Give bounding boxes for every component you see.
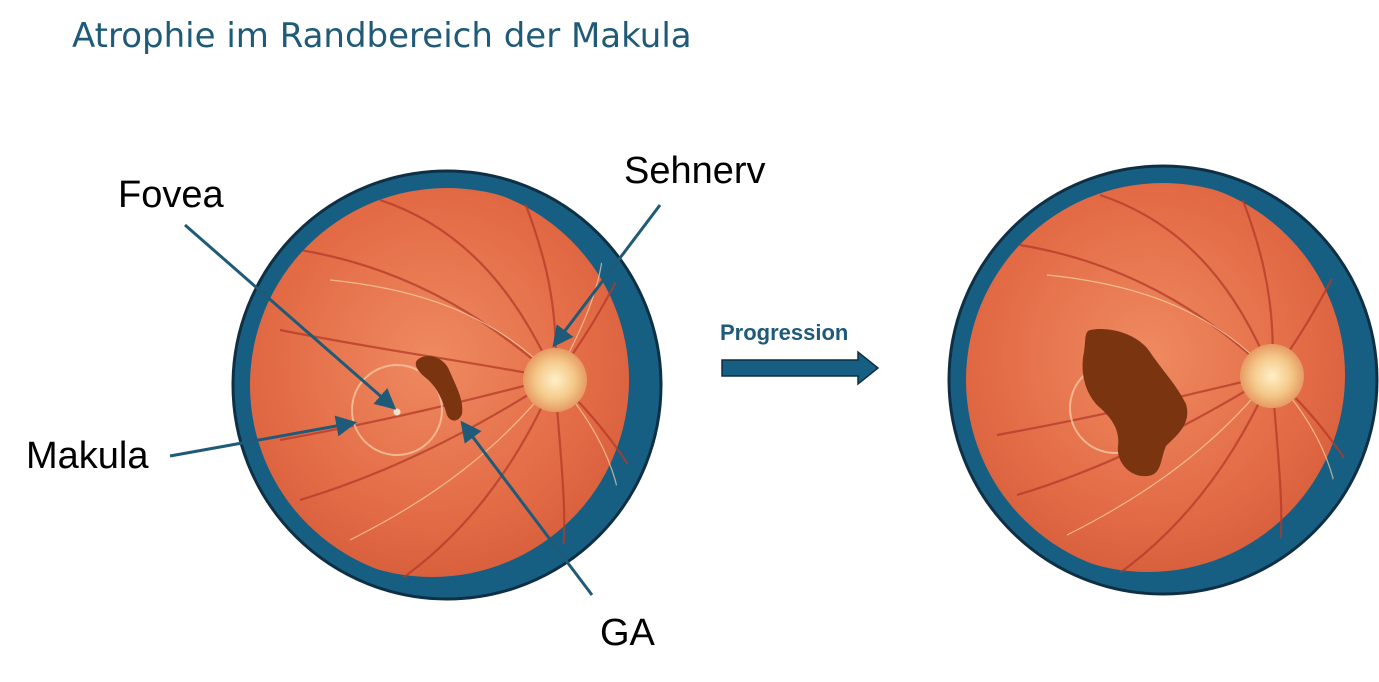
ga-pointer: [460, 420, 594, 596]
fovea-pointer: [184, 223, 397, 410]
left-macula-ring: [351, 364, 443, 456]
left-fovea-dot: [393, 408, 401, 416]
progression-arrow: [721, 350, 880, 386]
page-title: Atrophie im Randbereich der Makula: [72, 16, 692, 56]
label-fovea: Fovea: [118, 174, 224, 216]
left-optic-disc: [523, 348, 587, 412]
makula-pointer: [169, 415, 358, 458]
sehnerv-pointer: [552, 204, 662, 348]
right-optic-disc: [1240, 344, 1304, 408]
pointer-lines: [169, 204, 662, 596]
label-ga: GA: [600, 612, 655, 654]
right-ga-lesion: [1082, 328, 1188, 477]
left-eye: [231, 169, 663, 601]
label-sehnerv: Sehnerv: [624, 150, 766, 192]
progression-label: Progression: [720, 320, 849, 345]
label-makula: Makula: [26, 435, 149, 477]
left-ga-lesion: [415, 355, 463, 421]
right-eye: [947, 164, 1379, 596]
